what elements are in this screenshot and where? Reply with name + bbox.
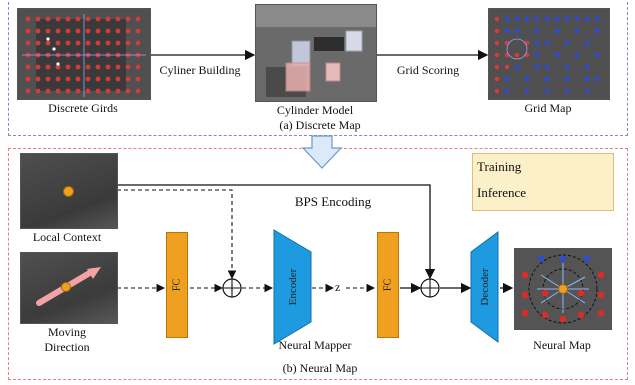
discrete-grids-image	[17, 8, 151, 100]
decoder-label-wrap: Decoder	[471, 232, 498, 342]
transition-down-arrow	[301, 135, 343, 169]
label-bps-encoding: BPS Encoding	[294, 194, 372, 209]
label-local-context: Local Context	[32, 230, 102, 244]
label-grid-map: Grid Map	[524, 101, 572, 115]
latent-z-label: z	[335, 280, 341, 294]
caption-neural-map: (b) Neural Map	[282, 361, 358, 375]
fc-block-1-label: FC	[171, 278, 183, 292]
fc-block-1: FC	[166, 232, 188, 338]
label-grid-scoring: Grid Scoring	[396, 63, 460, 77]
decoder-label: Decoder	[478, 268, 491, 306]
encoder-label-wrap: Encoder	[274, 230, 311, 344]
decoder-block	[470, 231, 499, 343]
label-discrete-grids: Discrete Girds	[48, 101, 118, 115]
label-neural-map: Neural Map	[533, 338, 591, 352]
grid-map-image	[488, 8, 610, 100]
fc-block-2-label: FC	[382, 278, 394, 292]
fc-block-2: FC	[377, 232, 399, 338]
local-context-image	[20, 153, 118, 229]
legend-box: Training Inference	[472, 153, 614, 211]
label-neural-mapper: Neural Mapper	[278, 338, 352, 352]
encoder-block	[273, 229, 312, 345]
label-cylinder-building: Cyliner Building	[159, 63, 241, 77]
sum-node-1	[222, 278, 242, 298]
caption-discrete-map: (a) Discrete Map	[279, 118, 361, 132]
moving-direction-image	[20, 252, 118, 324]
legend-inference-label: Inference	[477, 185, 527, 200]
label-moving-direction: Moving Direction	[44, 325, 90, 354]
neural-map-image	[514, 248, 612, 330]
sum-node-2	[420, 278, 440, 298]
encoder-label: Encoder	[286, 268, 299, 306]
legend-training-label: Training	[477, 159, 522, 174]
cylinder-model-image	[255, 4, 377, 102]
label-cylinder-model: Cylinder Model	[276, 103, 354, 117]
agent-position-dot	[63, 186, 74, 197]
